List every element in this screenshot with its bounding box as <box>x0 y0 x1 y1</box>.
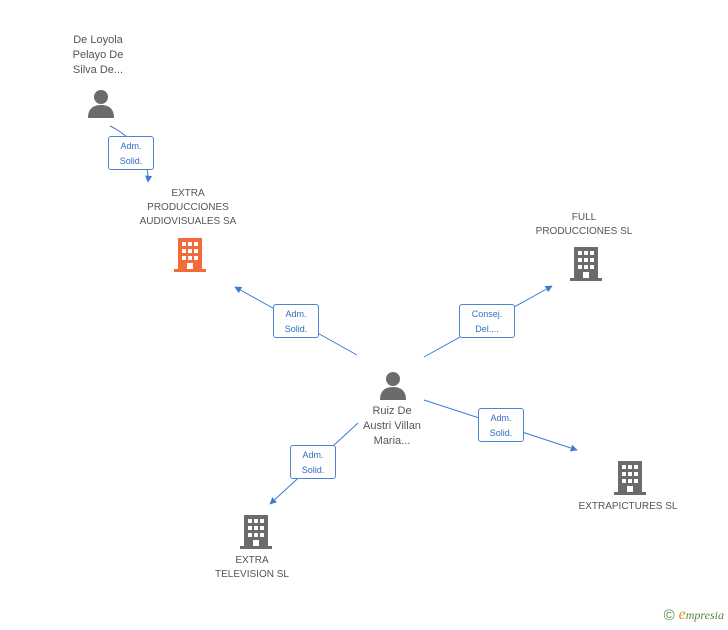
node-label-ruiz-de-austri[interactable]: Ruiz De Austri Villan Maria... <box>363 405 421 447</box>
footer-branding: © empresia <box>664 606 724 624</box>
building-icon[interactable] <box>174 238 206 272</box>
node-label-de-loyola[interactable]: De Loyola Pelayo De Silva De... <box>72 34 124 76</box>
node-label-extra-television[interactable]: EXTRA TELEVISION SL <box>215 555 289 580</box>
edge-label-ruiz-extra-producciones[interactable]: Adm. Solid. <box>273 304 319 338</box>
person-icon[interactable] <box>378 370 408 400</box>
edge-label-ruiz-extra-television[interactable]: Adm. Solid. <box>290 445 336 479</box>
building-icon[interactable] <box>570 247 602 281</box>
copyright-symbol: © <box>663 606 675 624</box>
edge-label-ruiz-extrapictures[interactable]: Adm. Solid. <box>478 408 524 442</box>
person-icon[interactable] <box>86 88 116 118</box>
brand-name: mpresia <box>685 608 724 622</box>
building-icon[interactable] <box>240 515 272 549</box>
node-label-full-producciones[interactable]: FULL PRODUCCIONES SL <box>535 212 633 237</box>
edge-label-ruiz-full-producciones[interactable]: Consej. Del.... <box>459 304 515 338</box>
building-icon[interactable] <box>614 461 646 495</box>
edge-label-de-loyola-adm-solid[interactable]: Adm. Solid. <box>108 136 154 170</box>
node-label-extra-producciones[interactable]: EXTRA PRODUCCIONES AUDIOVISUALES SA <box>139 188 237 227</box>
node-label-extrapictures[interactable]: EXTRAPICTURES SL <box>578 501 678 512</box>
brand-initial: e <box>678 606 686 623</box>
brand-logo: empresia <box>679 606 724 624</box>
